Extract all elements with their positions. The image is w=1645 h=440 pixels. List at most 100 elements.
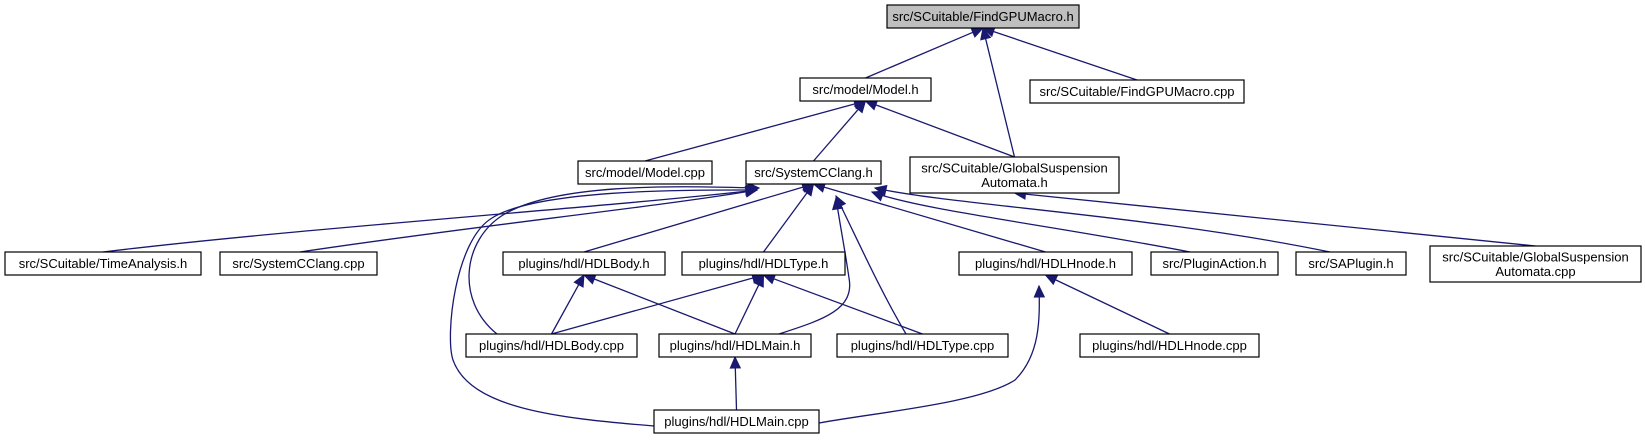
node-label: src/SCuitable/TimeAnalysis.h (19, 256, 188, 271)
arrowhead-gsa_h-to-findgpumacro_h (980, 26, 992, 41)
node-box (1150, 251, 1279, 276)
node-box (653, 409, 820, 434)
edge-hdlmain_h-to-hdltype_h (734, 284, 760, 335)
edge-gsa_cpp-to-gsa_h (1025, 193, 1536, 247)
node-label: src/model/Model.h (812, 82, 918, 97)
edge-hdlmain_cpp-to-hdlmain_h (734, 367, 738, 411)
node-systemcclang-cpp[interactable]: src/SystemCClang.cpp (219, 251, 378, 276)
node-label: src/SCuitable/FindGPUMacro.cpp (1039, 84, 1234, 99)
node-box (886, 4, 1080, 29)
node-label: Automata.h (981, 175, 1048, 190)
node-hdlhnode-h[interactable]: plugins/hdl/HDLHnode.h (958, 251, 1133, 276)
node-hdltype-cpp[interactable]: plugins/hdl/HDLType.cpp (836, 333, 1009, 358)
node-box (465, 333, 638, 358)
edge-hdlbody_cpp-to-hdltype_h (551, 277, 754, 335)
node-label: Automata.cpp (1495, 264, 1575, 279)
node-box (799, 77, 932, 102)
edge-hdlmain_h-to-systemcclang_h (778, 197, 851, 335)
arrowhead-pluginaction_h-to-systemcclang_h (870, 190, 885, 202)
node-box (909, 156, 1120, 194)
edge-hdlbody_h-to-systemcclang_h (583, 186, 804, 253)
node-box (1079, 333, 1260, 358)
edge-model_cpp-to-model_h (644, 103, 856, 162)
node-box (577, 160, 713, 185)
node-model-cpp[interactable]: src/model/Model.cpp (577, 160, 713, 185)
arrowhead-hdlmain_h-to-hdltype_h (753, 273, 765, 288)
edge-hdlbody_cpp-to-hdlbody_h (550, 284, 580, 335)
node-label: plugins/hdl/HDLMain.cpp (664, 414, 809, 429)
node-label: src/model/Model.cpp (585, 165, 705, 180)
node-hdlbody-cpp[interactable]: plugins/hdl/HDLBody.cpp (465, 333, 638, 358)
node-label: plugins/hdl/HDLHnode.h (975, 256, 1116, 271)
edge-saplugin_h-to-systemcclang_h (874, 187, 1331, 253)
arrowhead-hdlhnode_cpp-to-hdlhnode_h (1044, 274, 1059, 286)
edge-hdltype_cpp-to-systemcclang_h (835, 195, 907, 335)
node-label: plugins/hdl/HDLHnode.cpp (1092, 338, 1247, 353)
node-label: plugins/hdl/HDLType.cpp (851, 338, 995, 353)
node-label: src/SAPlugin.h (1308, 256, 1393, 271)
arrowhead-hdltype_h-to-systemcclang_h (802, 183, 815, 197)
node-systemcclang-h[interactable]: src/SystemCClang.h (745, 160, 882, 185)
node-box (1295, 251, 1407, 276)
node-label: src/PluginAction.h (1162, 256, 1266, 271)
edge-gsa_h-to-model_h (875, 104, 1015, 158)
edge-systemcclang_h-to-model_h (813, 108, 859, 162)
arrowhead-hdlbody_cpp-to-hdlbody_h (573, 273, 585, 288)
edge-hdlmain_cpp-to-hdlhnode_h (818, 285, 1040, 424)
edge-timeanalysis_h-to-systemcclang_h (102, 189, 758, 253)
node-box (658, 333, 812, 358)
edge-hdlmain_h-to-hdlbody_h (594, 278, 736, 335)
arrowhead-hdlmain_cpp-to-systemcclang_h (745, 184, 759, 196)
arrowhead-systemcclang_h-to-model_h (853, 100, 867, 114)
node-findgpumacro-cpp[interactable]: src/SCuitable/FindGPUMacro.cpp (1029, 79, 1245, 104)
edge-hdltype_cpp-to-hdltype_h (773, 278, 923, 335)
node-findgpumacro-h[interactable]: src/SCuitable/FindGPUMacro.h (886, 4, 1080, 29)
node-saplugin-h[interactable]: src/SAPlugin.h (1295, 251, 1407, 276)
node-box (681, 251, 846, 276)
arrowhead-hdlmain_h-to-hdlbody_h (582, 273, 597, 285)
node-label: plugins/hdl/HDLBody.cpp (479, 338, 624, 353)
node-label: src/SCuitable/FindGPUMacro.h (892, 9, 1073, 24)
node-box (219, 251, 378, 276)
node-label: plugins/hdl/HDLBody.h (518, 256, 649, 271)
edge-hdlmain_cpp-to-systemcclang_h (449, 189, 758, 427)
node-label: plugins/hdl/HDLMain.h (670, 338, 801, 353)
node-label: src/SystemCClang.cpp (232, 256, 364, 271)
node-hdltype-h[interactable]: plugins/hdl/HDLType.h (681, 251, 846, 276)
node-gsa-cpp[interactable]: src/SCuitable/GlobalSuspensionAutomata.c… (1429, 245, 1642, 283)
node-box (1429, 245, 1642, 283)
edge-systemcclang_cpp-to-systemcclang_h (299, 189, 758, 253)
edge-pluginaction_h-to-systemcclang_h (871, 191, 1191, 253)
node-hdlbody-h[interactable]: plugins/hdl/HDLBody.h (502, 251, 666, 276)
node-hdlmain-cpp[interactable]: plugins/hdl/HDLMain.cpp (653, 409, 820, 434)
node-box (502, 251, 666, 276)
node-box (836, 333, 1009, 358)
edge-hdlhnode_h-to-systemcclang_h (823, 186, 1046, 253)
edge-findgpumacro_cpp-to-findgpumacro_h (993, 30, 1138, 81)
edge-hdltype_h-to-systemcclang_h (762, 192, 808, 253)
node-box (745, 160, 882, 185)
node-label: src/SystemCClang.h (754, 165, 872, 180)
node-box (4, 251, 202, 276)
node-box (958, 251, 1133, 276)
arrowhead-saplugin_h-to-systemcclang_h (873, 184, 888, 197)
arrowhead-hdlmain_cpp-to-hdlhnode_h (1033, 284, 1046, 298)
edge-model_h-to-findgpumacro_h (865, 31, 974, 79)
node-label: src/SCuitable/GlobalSuspension (1442, 249, 1628, 264)
edge-hdlbody_cpp-to-systemcclang_h (468, 186, 760, 335)
arrowhead-hdltype_cpp-to-systemcclang_h (835, 194, 847, 209)
arrowhead-hdlmain_cpp-to-hdlmain_h (729, 355, 742, 369)
node-pluginaction-h[interactable]: src/PluginAction.h (1150, 251, 1279, 276)
node-label: plugins/hdl/HDLType.h (699, 256, 829, 271)
node-hdlhnode-cpp[interactable]: plugins/hdl/HDLHnode.cpp (1079, 333, 1260, 358)
edge-hdlhnode_cpp-to-hdlhnode_h (1055, 279, 1170, 335)
node-model-h[interactable]: src/model/Model.h (799, 77, 932, 102)
node-box (1029, 79, 1245, 104)
edge-gsa_h-to-findgpumacro_h (984, 38, 1016, 158)
node-label: src/SCuitable/GlobalSuspension (921, 160, 1107, 175)
node-hdlmain-h[interactable]: plugins/hdl/HDLMain.h (658, 333, 812, 358)
node-timeanalysis-h[interactable]: src/SCuitable/TimeAnalysis.h (4, 251, 202, 276)
